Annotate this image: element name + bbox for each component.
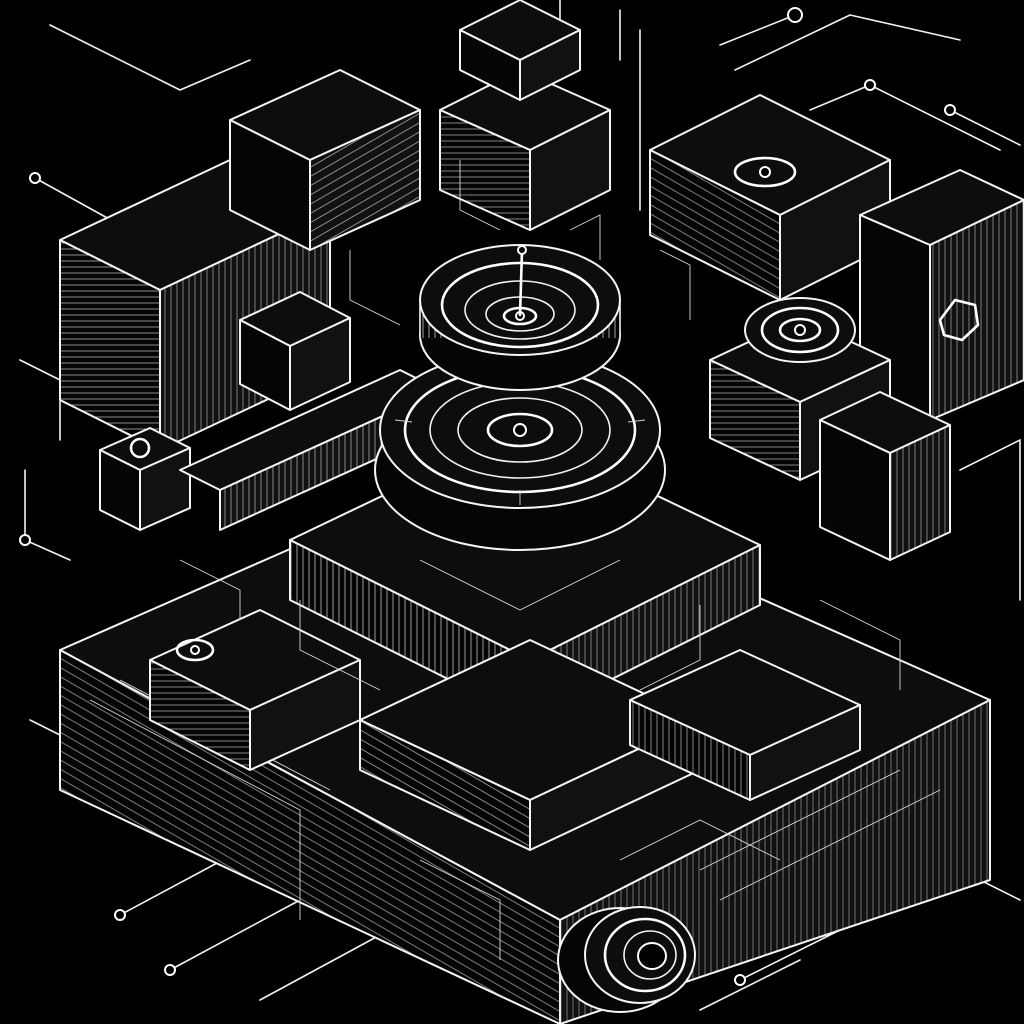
left-mid-block [239, 291, 351, 411]
surface-detailing [179, 160, 901, 960]
right-bottom-module [629, 649, 861, 801]
bottom-left-module [149, 609, 361, 771]
camera-lens [557, 906, 696, 1013]
right-lower-block [819, 391, 951, 561]
central-gear-rotor [374, 244, 666, 551]
top-right-module [649, 94, 891, 301]
top-left-module [229, 69, 421, 251]
top-tower [439, 0, 611, 231]
right-tower-block [859, 169, 1024, 421]
